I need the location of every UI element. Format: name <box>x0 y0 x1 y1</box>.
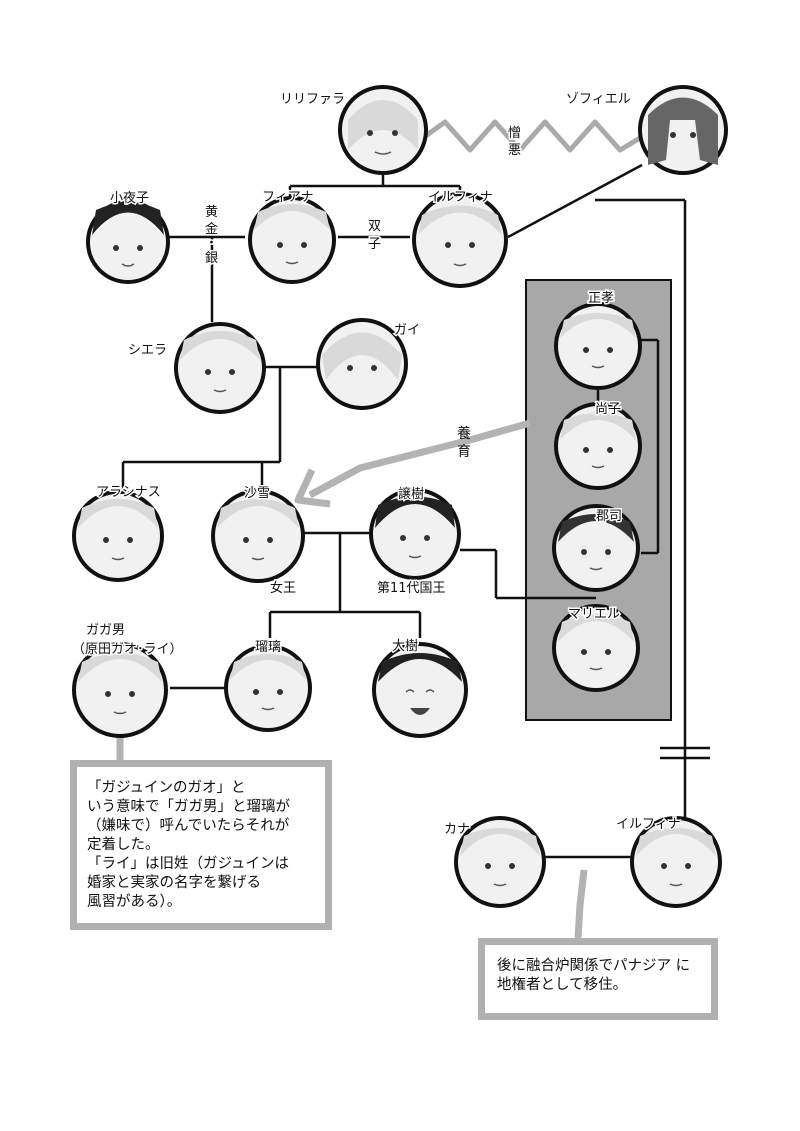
name-gagao: ガガ男 <box>86 623 125 638</box>
portrait-masataka <box>554 302 642 390</box>
name-ruri: 瑠璃 <box>255 640 281 655</box>
relation-goldsilver-2: 金 <box>205 221 218 237</box>
relation-goldsilver-1: 黄 <box>205 205 218 220</box>
title-sayuki: 女王 <box>270 580 296 596</box>
name-sayuki: 沙雪 <box>244 486 270 501</box>
portrait-zofiel <box>638 85 728 175</box>
relation-goldsilver-4: 銀 <box>205 251 218 266</box>
portrait-mariel <box>552 604 640 692</box>
name-shiera: シエラ <box>128 343 167 358</box>
tree-lines <box>121 163 710 859</box>
relation-hatred-1: 憎 <box>508 125 521 141</box>
kana-note-connector <box>574 869 588 939</box>
portrait-gagao <box>72 642 168 738</box>
relation-twins-2: 子 <box>368 237 381 252</box>
name-gagao-full: （原田ガオ･ライ） <box>72 642 183 657</box>
portrait-shiera <box>174 322 266 414</box>
gagao-note-line-5: 「ライ」は旧姓（ガジュインは <box>87 856 289 872</box>
name-ririfara: リリファラ <box>280 92 345 107</box>
kana-note-line-1: 後に融合炉関係でパナジア に <box>497 958 691 974</box>
portrait-gunji <box>552 504 640 592</box>
portrait-ririfara <box>338 85 428 175</box>
name-sayoko: 小夜子 <box>110 191 149 206</box>
relation-labels: 憎 悪 双 子 黄 金 ・ 銀 養 育 <box>204 124 523 461</box>
name-daiki: 大樹 <box>392 639 418 654</box>
portrait-irufina <box>630 816 722 908</box>
gagao-note-line-7: 風習がある）。 <box>87 894 182 910</box>
relation-fostered-1: 養 <box>457 425 471 442</box>
portrait-joju <box>369 488 461 580</box>
portrait-ruri <box>224 644 312 732</box>
name-labels: リリファラ ゾフィエル 小夜子 フィアナ イルフィナ シエラ ガイ アラシナス … <box>71 91 683 839</box>
name-naoko: 尚子 <box>595 402 621 417</box>
kana-note-line-2: 地権者として移住。 <box>497 977 628 993</box>
hatred-zigzag-line <box>418 119 642 153</box>
relation-hatred-2: 悪 <box>508 143 521 158</box>
gagao-note-line-1: 「ガジュインのガオ」と <box>87 780 246 796</box>
name-kana: カナ <box>444 822 470 837</box>
portrait-arashinasu <box>72 490 164 582</box>
title-joju: 第11代国王 <box>377 581 446 596</box>
portrait-sayoko <box>86 200 170 284</box>
name-fiana: フィアナ <box>262 190 313 205</box>
name-joju: 譲樹 <box>398 486 424 502</box>
fostered-arrow <box>294 419 531 508</box>
gagao-note-box: 「ガジュインのガオ」と いう意味で「ガガ男」と瑠璃が （嫌味で）呼んでいたらそれ… <box>70 760 332 930</box>
portrait-irufina-twin <box>412 192 508 288</box>
kana-note-box: 後に融合炉関係でパナジア に 地権者として移住。 <box>478 938 718 1020</box>
portrait-daiki <box>372 642 468 738</box>
portraits <box>72 85 728 908</box>
name-gunji: 郡司 <box>596 509 622 524</box>
name-mariel: マリエル <box>568 607 620 622</box>
name-masataka: 正孝 <box>588 291 614 306</box>
gagao-note-line-6: 婚家と実家の名字を繋げる <box>87 875 261 891</box>
name-gai: ガイ <box>394 323 420 338</box>
name-irufina: イルフィナ <box>616 817 681 832</box>
gagao-note-line-2: いう意味で「ガガ男」と瑠璃が <box>87 799 290 815</box>
portrait-sayuki <box>211 489 305 583</box>
name-zofiel: ゾフィエル <box>566 92 631 107</box>
portrait-kana <box>454 816 546 908</box>
relation-fostered-2: 育 <box>457 444 471 460</box>
name-arashinasu: アラシナス <box>96 485 161 500</box>
relation-goldsilver-3: ・ <box>205 236 218 251</box>
gagao-note-line-3: （嫌味で）呼んでいたらそれが <box>87 818 290 834</box>
relation-twins-1: 双 <box>368 219 381 234</box>
name-irufina-twin: イルフィナ <box>428 190 493 205</box>
gagao-note-line-4: 定着した。 <box>87 837 160 853</box>
portrait-naoko <box>554 402 642 490</box>
portrait-fiana <box>248 196 336 284</box>
portrait-gai <box>316 318 408 410</box>
